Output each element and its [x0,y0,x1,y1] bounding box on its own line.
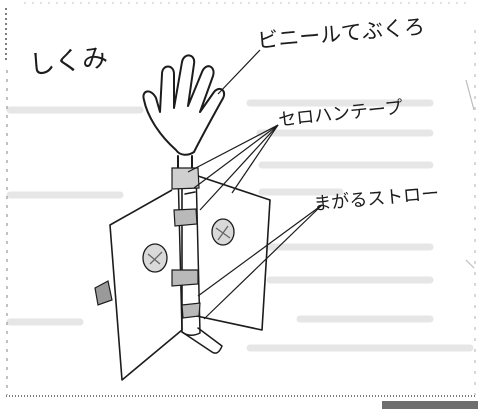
margin-marks [466,80,474,268]
title-label: しくみ [28,43,110,81]
circle-stickers [143,219,234,272]
ghost-text-texture [10,103,470,348]
side-tab [95,281,112,305]
straw-label: まがるストロー [313,183,440,215]
straw [178,168,222,353]
glove-label: ビニールてぶくろ [256,14,425,53]
bottom-edge-mark [382,401,478,409]
vinyl-glove [143,55,224,170]
